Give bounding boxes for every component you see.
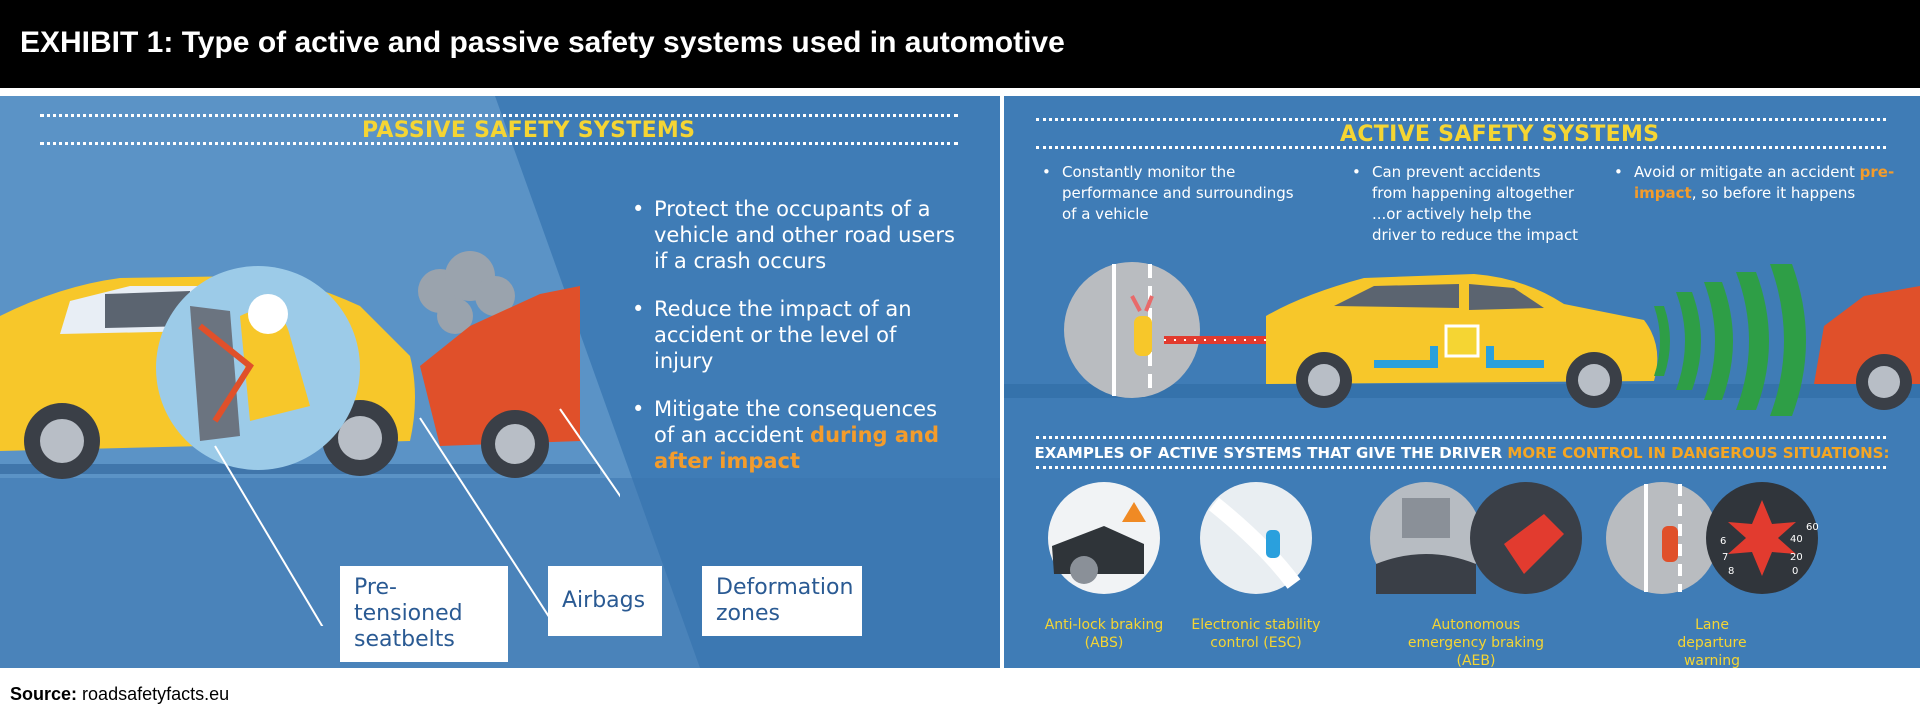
- passive-bullet-1: Protect the occupants of a vehicle and o…: [632, 196, 962, 274]
- active-safety-panel: ACTIVE SAFETY SYSTEMS Constantly monitor…: [1004, 96, 1920, 668]
- passive-safety-panel: PASSIVE SAFETY SYSTEMS: [0, 96, 1000, 668]
- gauge-number-60: 60: [1806, 522, 1819, 533]
- active-car-icon: [1266, 274, 1658, 408]
- active-bullet-3-highlight: pre-impact: [1634, 163, 1895, 202]
- road-view-icon: [1064, 262, 1200, 398]
- source-text: roadsafetyfacts.eu: [82, 684, 230, 704]
- gauge-number-0: 0: [1792, 566, 1798, 577]
- interior-zoom-icon: [156, 266, 360, 470]
- sensor-waves-icon: [1654, 264, 1806, 416]
- active-bullet-3: Avoid or mitigate an accident pre-impact…: [1612, 162, 1902, 204]
- examples-illustrations: 40 60 20 0 6 7 8: [1048, 482, 1819, 594]
- active-sensor-illustration: [1004, 262, 1920, 416]
- examples-title-highlight: MORE CONTROL IN DANGEROUS SITUATIONS:: [1507, 444, 1890, 462]
- gauge-number-7: 7: [1722, 552, 1728, 563]
- examples-line-top: [1036, 436, 1886, 439]
- red-car-icon: [420, 286, 580, 478]
- examples-title-text: EXAMPLES OF ACTIVE SYSTEMS THAT GIVE THE…: [1034, 444, 1508, 462]
- examples-line-bottom: [1036, 466, 1886, 469]
- gauge-number-40: 40: [1790, 534, 1803, 545]
- crash-illustration: [0, 251, 620, 626]
- gauge-number-6: 6: [1720, 536, 1726, 547]
- active-title: ACTIVE SAFETY SYSTEMS: [1340, 122, 1660, 147]
- examples-title: EXAMPLES OF ACTIVE SYSTEMS THAT GIVE THE…: [1004, 444, 1920, 462]
- deformation-label-text: Deformation zones: [716, 575, 854, 626]
- passive-title-line-bottom: [40, 142, 958, 145]
- esc-icon: [1200, 482, 1312, 594]
- smoke-icon: [418, 251, 515, 334]
- source-label: Source:: [10, 684, 78, 704]
- active-bullet-2b: ...or actively help the driver to reduce…: [1372, 205, 1579, 244]
- active-red-car-icon: [1814, 286, 1920, 410]
- source-line: Source: roadsafetyfacts.eu: [10, 684, 229, 705]
- label-deformation-zones: Deformation zones: [702, 566, 862, 636]
- passive-title: PASSIVE SAFETY SYSTEMS: [362, 118, 696, 143]
- ldw-icon: 40 60 20 0 6 7 8: [1606, 482, 1819, 594]
- passive-bullet-list: Protect the occupants of a vehicle and o…: [632, 196, 962, 496]
- caption-esc: Electronic stability control (ESC): [1191, 617, 1321, 651]
- seatbelts-label-text: Pre-tensioned seatbelts: [354, 575, 463, 652]
- active-title-line-bottom: [1036, 146, 1886, 149]
- active-bullet-2: Can prevent accidents from happening alt…: [1350, 162, 1580, 246]
- caption-ldw: Lane departure warning (LDW): [1677, 617, 1747, 668]
- abs-icon: [1048, 482, 1160, 594]
- gauge-number-8: 8: [1728, 566, 1734, 577]
- active-bullet-3-list: Avoid or mitigate an accident pre-impact…: [1612, 162, 1902, 204]
- passive-title-line-top: [40, 114, 958, 117]
- active-bullet-3-text: Avoid or mitigate an accident: [1634, 163, 1860, 181]
- airbags-label-text: Airbags: [562, 588, 646, 613]
- caption-abs: Anti-lock braking (ABS): [1044, 617, 1164, 651]
- aeb-icon: [1370, 482, 1582, 594]
- active-bullet-3-rest: , so before it happens: [1691, 184, 1856, 202]
- active-bullet-1: Constantly monitor the performance and s…: [1040, 162, 1300, 225]
- active-title-line-top: [1036, 118, 1886, 121]
- active-bullet-2-list: Can prevent accidents from happening alt…: [1350, 162, 1580, 246]
- gauge-number-20: 20: [1790, 552, 1803, 563]
- exhibit-header: EXHIBIT 1: Type of active and passive sa…: [0, 0, 1920, 88]
- passive-bullet-2: Reduce the impact of an accident or the …: [632, 296, 962, 374]
- exhibit-title: EXHIBIT 1: Type of active and passive sa…: [20, 26, 1065, 59]
- active-bullet-1-list: Constantly monitor the performance and s…: [1040, 162, 1300, 225]
- label-pretensioned-seatbelts: Pre-tensioned seatbelts: [340, 566, 508, 662]
- label-airbags: Airbags: [548, 566, 662, 636]
- passive-bullet-3: Mitigate the consequences of an accident…: [632, 396, 962, 474]
- passive-bullet-3-text: Mitigate the consequences of an accident: [654, 397, 938, 447]
- passive-bullet-3-highlight: during and after impact: [654, 423, 940, 473]
- caption-aeb: Autonomous emergency braking (AEB): [1407, 617, 1545, 668]
- active-bullet-2a: Can prevent accidents from happening alt…: [1372, 163, 1575, 202]
